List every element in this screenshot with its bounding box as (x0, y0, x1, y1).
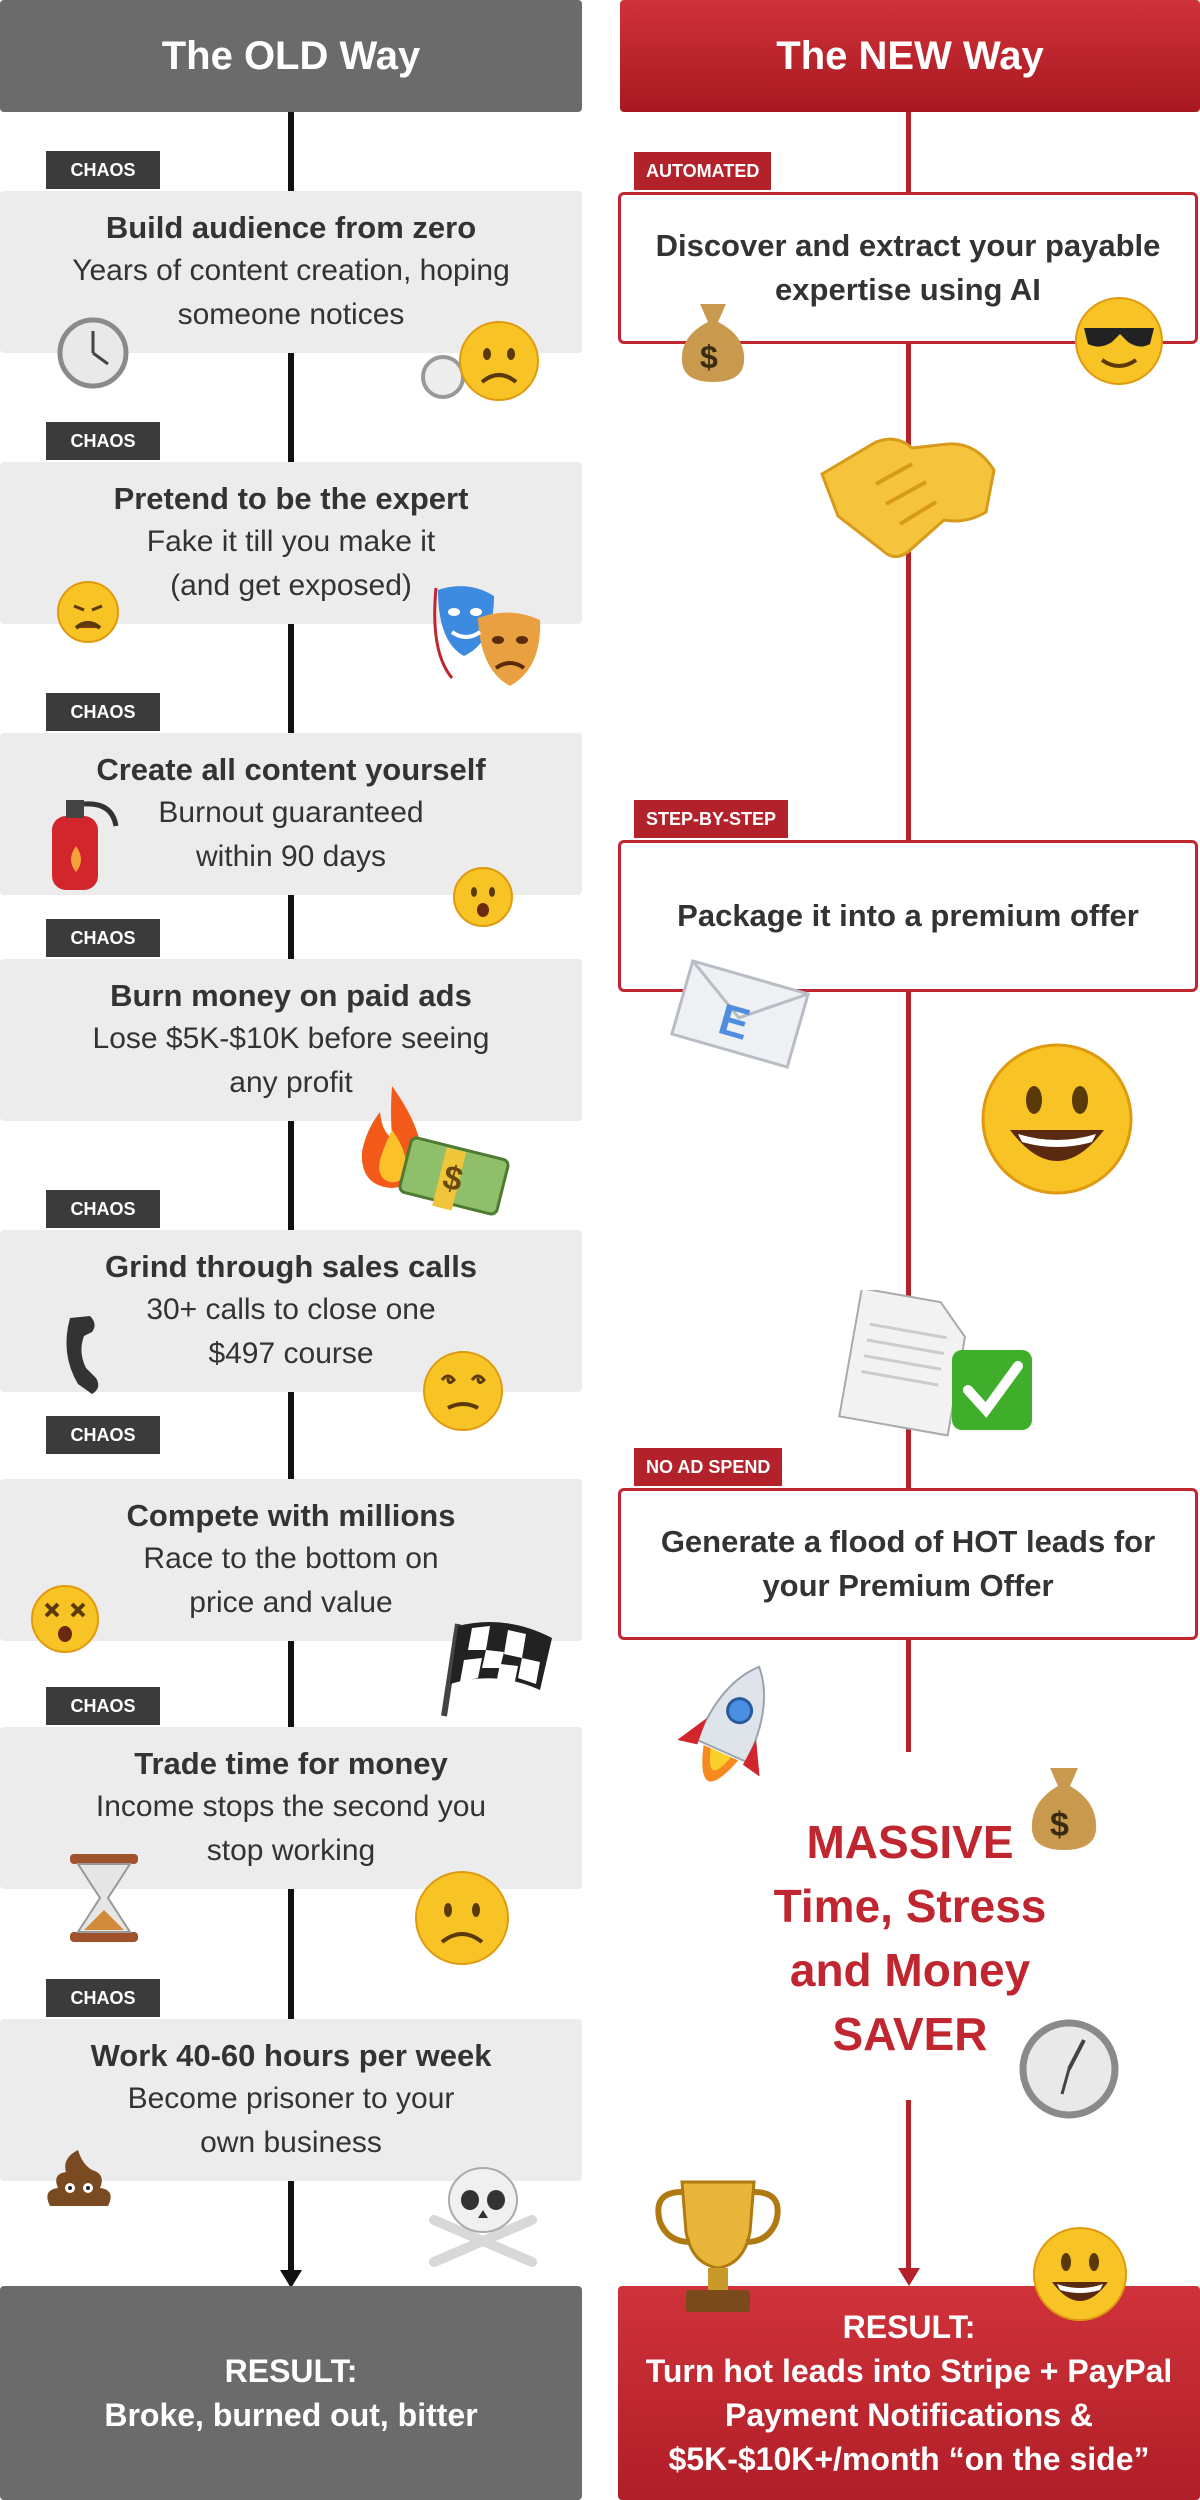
sunglasses-face-icon (1075, 297, 1163, 385)
card-title: Trade time for money (134, 1746, 448, 1781)
money-icon: $ (398, 1136, 510, 1216)
card-title: Pretend to be the expert (113, 481, 469, 516)
card-line: 30+ calls to close one (146, 1293, 436, 1326)
card-line: $497 course (208, 1337, 374, 1370)
card-line: someone notices (177, 298, 405, 331)
old-way-card: Burn money on paid ads Lose $5K-$10K bef… (0, 959, 582, 1121)
fire-extinguisher-icon (52, 800, 119, 890)
old-way-card: Compete with millions Race to the bottom… (0, 1479, 582, 1641)
smile-icon (981, 1043, 1133, 1195)
result-label: RESULT: (224, 2353, 358, 2389)
old-way-card: Work 40-60 hours per week Become prisone… (0, 2019, 582, 2181)
clock-icon (57, 317, 129, 389)
poop-icon (47, 2150, 111, 2206)
new-way-header: The NEW Way (620, 0, 1200, 112)
card-line: Income stops the second you (95, 1790, 487, 1823)
trophy-icon (655, 2180, 781, 2312)
old-way-card: Build audience from zero Years of conten… (0, 191, 582, 353)
new-way-card-package: Package it into a premium offer (618, 840, 1198, 992)
old-way-arrow-head (280, 2270, 302, 2288)
dizzy-face-icon (423, 1351, 503, 1431)
chaos-tag: CHAOS (46, 1979, 160, 2017)
massive-line: Time, Stress (773, 1880, 1047, 1932)
smile-icon (1033, 2227, 1127, 2321)
chaos-tag: CHAOS (46, 693, 160, 731)
card-title: Grind through sales calls (104, 1249, 478, 1284)
automated-tag: AUTOMATED (634, 152, 772, 190)
card-line: Become prisoner to your (127, 2082, 455, 2115)
frown-icon (415, 1871, 509, 1965)
clock-icon (1019, 2019, 1119, 2119)
card-line: Race to the bottom on (143, 1542, 439, 1575)
old-way-header: The OLD Way (0, 0, 582, 112)
new-way-arrow-head (898, 2268, 920, 2286)
worried-face-icon (453, 867, 513, 927)
card-title: Create all content yourself (96, 752, 486, 787)
card-line: any profit (229, 1066, 353, 1099)
chaos-tag: CHAOS (46, 1416, 160, 1454)
card-line: own business (200, 2126, 382, 2159)
card-line: Fake it till you make it (146, 525, 436, 558)
chaos-tag: CHAOS (46, 1687, 160, 1725)
chaos-tag: CHAOS (46, 919, 160, 957)
new-way-result: RESULT: Turn hot leads into Stripe + Pay… (618, 2286, 1200, 2500)
massive-line: SAVER (832, 2008, 988, 2060)
result-label: RESULT: (842, 2309, 976, 2345)
no-ad-spend-tag: NO AD SPEND (634, 1448, 783, 1486)
envelope-icon: E (670, 959, 810, 1069)
svg-text:$: $ (700, 339, 718, 375)
card-line: Lose $5K-$10K before seeing (92, 1022, 490, 1055)
hourglass-icon (70, 1854, 138, 1942)
card-title: Compete with millions (126, 1498, 456, 1533)
svg-text:$: $ (1050, 1806, 1069, 1844)
money-bag-icon: $ (1031, 1768, 1097, 1850)
card-line: (and get exposed) (170, 569, 412, 602)
frown-icon (459, 321, 539, 401)
chaos-tag: CHAOS (46, 422, 160, 460)
checkered-flag-icon (441, 1622, 552, 1717)
old-way-result: RESULT: Broke, burned out, bitter (0, 2286, 582, 2500)
massive-saver-text: MASSIVE Time, Stress and Money SAVER (720, 1810, 1100, 2066)
card-line: price and value (189, 1586, 393, 1619)
massive-line: MASSIVE (806, 1816, 1014, 1868)
result-text: Broke, burned out, bitter (104, 2397, 478, 2433)
weary-face-icon (57, 581, 119, 643)
dizzy-face-icon (31, 1585, 99, 1653)
massive-line: and Money (789, 1944, 1031, 1996)
card-title: Work 40-60 hours per week (90, 2038, 492, 2073)
card-title: Build audience from zero (105, 210, 477, 245)
new-way-card-leads: Generate a flood of HOT leads for your P… (618, 1488, 1198, 1640)
money-bag-icon: $ (681, 304, 745, 382)
masks-icon (433, 586, 541, 686)
card-title: Burn money on paid ads (110, 978, 472, 1013)
card-line: within 90 days (195, 840, 387, 873)
result-line: Turn hot leads into Stripe + PayPal (645, 2353, 1173, 2389)
old-way-timeline-line (288, 112, 294, 2282)
chaos-tag: CHAOS (46, 151, 160, 189)
card-line: Burnout guaranteed (158, 796, 424, 829)
handshake-icon (820, 437, 996, 558)
result-line: $5K-$10K+/month “on the side” (668, 2441, 1150, 2477)
chaos-tag: CHAOS (46, 1190, 160, 1228)
card-line: Years of content creation, hoping (72, 254, 510, 287)
skull-crossbones-icon (429, 2167, 537, 2267)
result-line: Payment Notifications & (724, 2397, 1094, 2433)
rocket-icon (677, 1665, 766, 1782)
new-way-timeline-line-lower (906, 2100, 911, 2275)
phone-icon (66, 1316, 99, 1394)
step-by-step-tag: STEP-BY-STEP (634, 800, 789, 838)
document-check-icon (838, 1290, 1032, 1437)
card-line: stop working (206, 1834, 376, 1867)
